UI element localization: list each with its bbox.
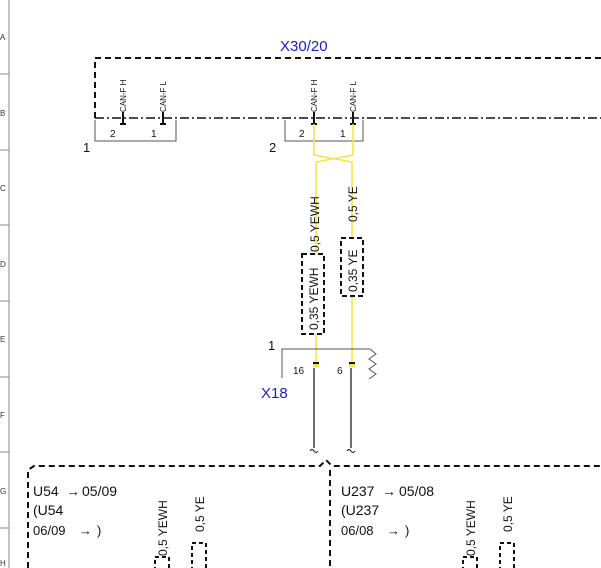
section-sub-open: (U54 bbox=[33, 502, 64, 518]
pin-number: 6 bbox=[337, 366, 343, 377]
module-frame-dashed bbox=[94, 57, 601, 118]
lower-sections-frame bbox=[27, 458, 601, 568]
section-sub-date: 06/08 bbox=[341, 523, 374, 538]
wire-break-tilde bbox=[309, 449, 319, 453]
section-sub-close: ) bbox=[97, 523, 101, 538]
pin-signal-label: CAN-F H bbox=[119, 79, 128, 112]
wire-box bbox=[154, 556, 170, 568]
row-letter-d: D bbox=[0, 260, 6, 269]
wire-label-boxed-left: 0,35 YEWH bbox=[307, 268, 321, 330]
section-sub-open: (U237 bbox=[341, 502, 379, 518]
connector-x18: 1 16 6 X18 bbox=[261, 338, 377, 402]
pin-number: 1 bbox=[151, 129, 157, 140]
row-letter-f: F bbox=[0, 411, 5, 420]
arrow-right-icon: → bbox=[387, 523, 400, 538]
section-u54: U54 → 05/09 (U54 06/09 → ) 0,5 YEWH 0,5 … bbox=[33, 483, 207, 568]
section-wire-left: 0,5 YEWH bbox=[156, 500, 170, 556]
wire-box bbox=[499, 542, 515, 568]
section-arrow-date: 05/09 bbox=[82, 483, 117, 499]
can-h-wire-twist bbox=[313, 124, 353, 175]
connector-top-title: X30/20 bbox=[280, 38, 328, 55]
connector-bracket bbox=[281, 348, 370, 378]
lower-wires bbox=[309, 368, 356, 453]
row-letter-h: H bbox=[0, 559, 6, 568]
pin-number: 2 bbox=[299, 129, 305, 140]
section-wire-right: 0,5 YE bbox=[501, 496, 515, 532]
pin-terminal bbox=[349, 364, 355, 367]
pin-number: 16 bbox=[293, 366, 305, 377]
wire-box bbox=[191, 542, 207, 568]
arrow-right-icon: → bbox=[66, 483, 80, 499]
section-title: U237 bbox=[341, 483, 375, 499]
section-sub-date: 06/09 bbox=[33, 523, 66, 538]
pin-number: 1 bbox=[340, 129, 346, 140]
row-letter-g: G bbox=[0, 487, 6, 496]
bracket-top bbox=[27, 458, 601, 568]
section-title: U54 bbox=[33, 483, 59, 499]
pin-bracket-right bbox=[284, 120, 364, 142]
section-wire-right: 0,5 YE bbox=[193, 496, 207, 532]
arrow-right-icon: → bbox=[382, 483, 396, 499]
row-letter-a: A bbox=[0, 33, 6, 42]
arrow-right-icon: → bbox=[79, 523, 92, 538]
boxed-wire-labels: 0,35 YEWH 0,35 YE bbox=[301, 237, 364, 335]
wire-label-boxed-right: 0,35 YE bbox=[346, 250, 360, 292]
row-ruler: A B C D E F G H bbox=[0, 0, 10, 568]
wire-box bbox=[462, 556, 478, 568]
section-sub-close: ) bbox=[405, 523, 409, 538]
wire-box-left bbox=[301, 253, 325, 335]
wire-label-upper-left: 0,5 YEWH bbox=[308, 196, 322, 252]
can-l-wire-twist bbox=[315, 124, 354, 175]
pin-number: 2 bbox=[110, 129, 116, 140]
row-letter-e: E bbox=[0, 335, 5, 344]
section-u237: U237 → 05/08 (U237 06/08 → ) 0,5 YEWH 0,… bbox=[341, 483, 515, 568]
pin-signal-label: CAN-F L bbox=[349, 80, 358, 112]
section-wire-left: 0,5 YEWH bbox=[464, 500, 478, 556]
connector-x30-20: X30/20 CAN-F H CAN-F L 2 1 1 CAN-F H CAN… bbox=[83, 38, 601, 155]
connector-ref-number: 1 bbox=[83, 140, 90, 155]
row-letter-b: B bbox=[0, 109, 5, 118]
pin-signal-label: CAN-F L bbox=[159, 80, 168, 112]
pin-bracket-left bbox=[94, 120, 177, 142]
connector-bottom-title: X18 bbox=[261, 385, 288, 402]
connector-break-zigzag bbox=[368, 348, 377, 380]
wire-break-tilde bbox=[346, 449, 356, 453]
connector-ref-number: 1 bbox=[268, 338, 275, 353]
pin-terminal bbox=[313, 364, 319, 367]
row-letter-c: C bbox=[0, 184, 6, 193]
section-arrow-date: 05/08 bbox=[399, 483, 434, 499]
wire-label-upper-right: 0,5 YE bbox=[346, 186, 360, 222]
wire-box-right bbox=[340, 237, 364, 297]
pin-signal-label: CAN-F H bbox=[310, 79, 319, 112]
connector-ref-number: 2 bbox=[269, 140, 276, 155]
